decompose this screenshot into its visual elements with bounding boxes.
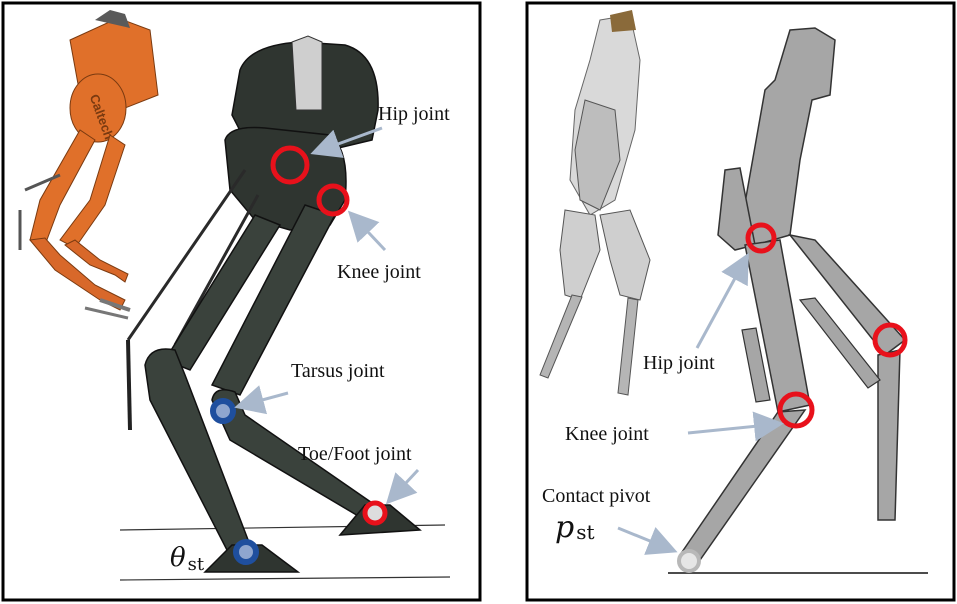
right-hip-label: Hip joint (643, 352, 715, 374)
contact-pivot-label: Contact pivot (542, 485, 651, 507)
theta-symbol: θ (170, 543, 186, 573)
tarsus-arrow (234, 385, 289, 415)
tarsus-joint-marker (210, 398, 236, 424)
hip-joint-marker (270, 145, 310, 185)
tarsus-label: Tarsus joint (291, 360, 385, 382)
swing-knee-joint-marker (872, 322, 908, 358)
left-panel: Caltech (1, 1, 482, 602)
knee-joint-marker (316, 183, 350, 217)
right-knee-label: Knee joint (565, 423, 649, 445)
toe-foot-label: Toe/Foot joint (298, 443, 412, 465)
right-knee-arrow (687, 411, 784, 442)
hip-arrow (310, 126, 383, 158)
theta-subscript: st (188, 554, 205, 575)
right-hip-joint-marker (745, 222, 777, 254)
knee-arrow (347, 210, 387, 252)
ground-line-lower (119, 576, 451, 581)
right-hip-arrow (695, 252, 749, 349)
link-model-diagram (678, 27, 907, 561)
physical-robot-image (539, 10, 651, 396)
right-knee-joint-marker (777, 391, 815, 429)
contact-pivot-marker (677, 549, 701, 573)
left-knee-label: Knee joint (337, 261, 421, 283)
p-subscript: st (576, 520, 594, 544)
toe-joint-marker (362, 500, 388, 526)
dark-robot-image (126, 35, 422, 573)
left-hip-label: Hip joint (378, 103, 450, 125)
toe-arrow (385, 468, 420, 505)
contact-arrow (617, 526, 678, 555)
p-symbol: p (555, 510, 574, 545)
orange-robot-image: Caltech (18, 10, 159, 320)
stance-foot-marker (233, 539, 259, 565)
